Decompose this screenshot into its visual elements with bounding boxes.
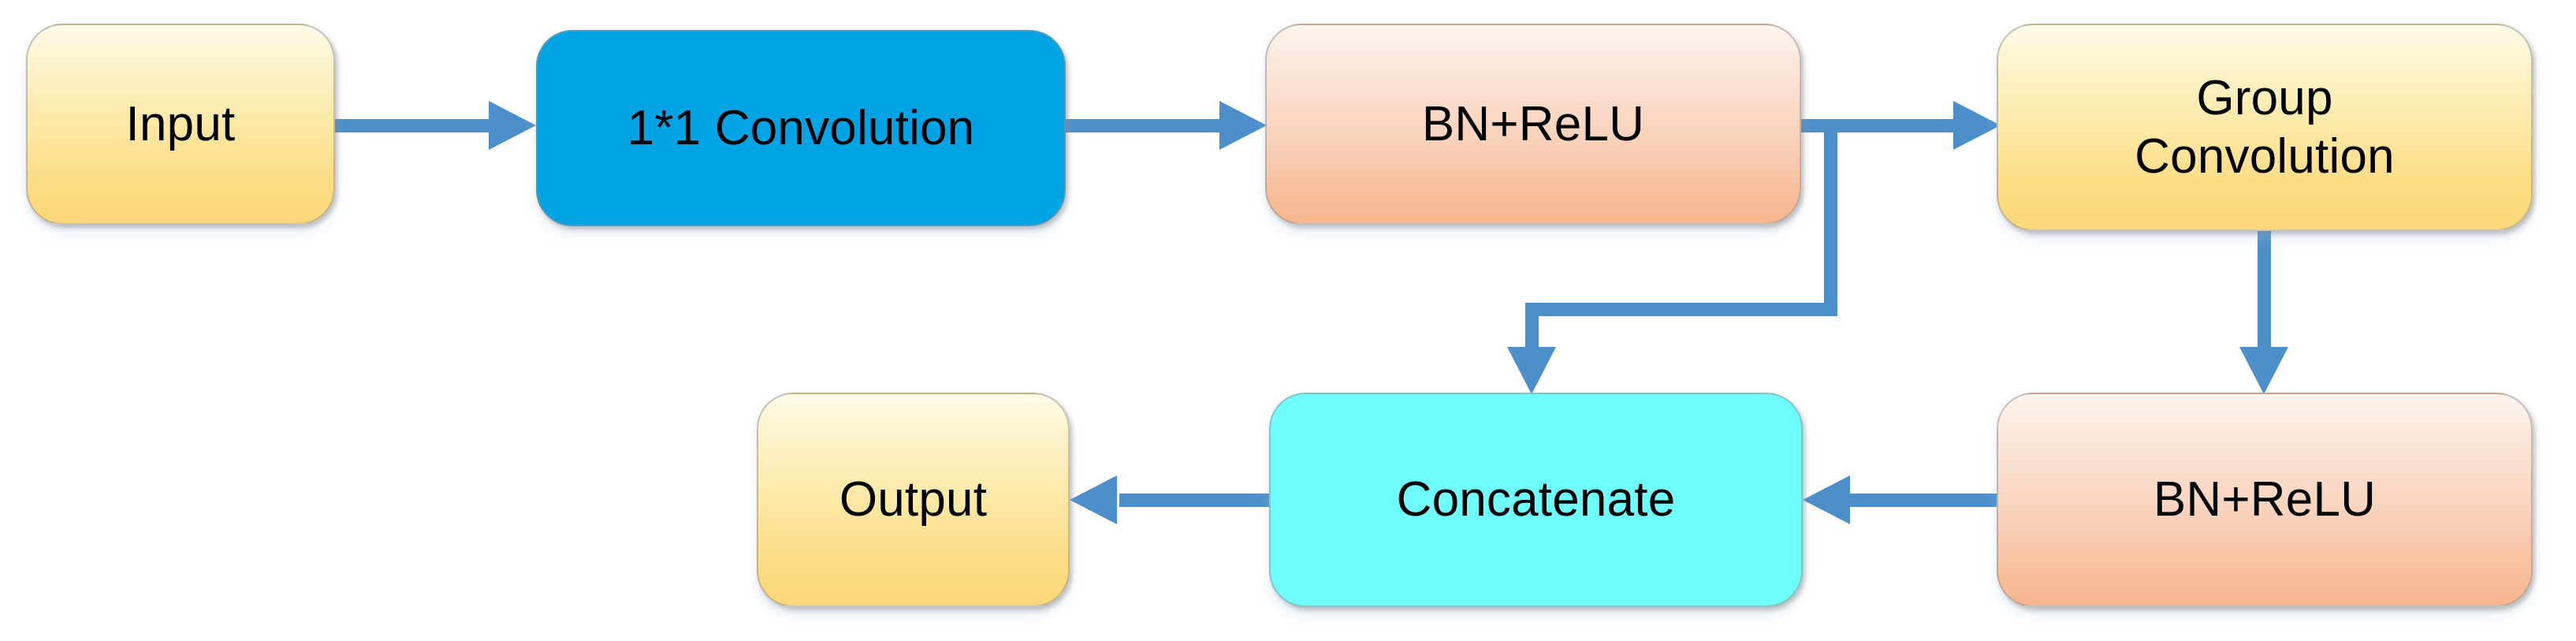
- node-input[interactable]: Input: [26, 24, 335, 225]
- edge-bnrelu-to-groupconv-line: [1801, 119, 1959, 132]
- edge-bnrelu-bottom-to-concat-arrowhead: [1803, 475, 1850, 524]
- edge-concat-to-output-arrowhead: [1070, 475, 1117, 524]
- node-conv-1x1[interactable]: 1*1 Convolution: [536, 30, 1066, 226]
- edge-conv1x1-to-bnrelu-arrowhead: [1219, 101, 1267, 150]
- node-bn-relu-top[interactable]: BN+ReLU: [1265, 24, 1801, 225]
- edge-groupconv-to-bnrelu-line: [2258, 231, 2271, 351]
- node-input-label: Input: [125, 96, 236, 151]
- edge-bnrelu-to-groupconv-arrowhead: [1953, 101, 2001, 150]
- node-conv-1x1-label: 1*1 Convolution: [627, 100, 975, 155]
- node-bn-relu-top-label: BN+ReLU: [1421, 96, 1645, 151]
- edge-skip-vertical-right: [1824, 119, 1837, 309]
- node-concatenate-label: Concatenate: [1396, 472, 1676, 527]
- edge-skip-vertical-left: [1525, 303, 1539, 352]
- node-concatenate[interactable]: Concatenate: [1269, 393, 1803, 607]
- node-group-convolution-label: Group Convolution: [2135, 71, 2395, 184]
- edge-concat-to-output-line: [1119, 494, 1271, 507]
- edge-groupconv-to-bnrelu-arrowhead: [2239, 347, 2288, 394]
- edge-bnrelu-bottom-to-concat-line: [1848, 494, 1998, 507]
- node-group-convolution[interactable]: Group Convolution: [1997, 24, 2533, 231]
- edge-input-to-conv1x1-arrowhead: [489, 101, 536, 150]
- edge-skip-arrowhead: [1507, 347, 1556, 394]
- edge-conv1x1-to-bnrelu-line: [1066, 119, 1223, 132]
- node-bn-relu-bottom-label: BN+ReLU: [2153, 472, 2377, 527]
- node-bn-relu-bottom[interactable]: BN+ReLU: [1997, 393, 2533, 607]
- node-output[interactable]: Output: [757, 393, 1070, 607]
- edge-input-to-conv1x1-line: [335, 119, 493, 132]
- edge-skip-horizontal: [1525, 303, 1837, 316]
- node-output-label: Output: [839, 472, 988, 527]
